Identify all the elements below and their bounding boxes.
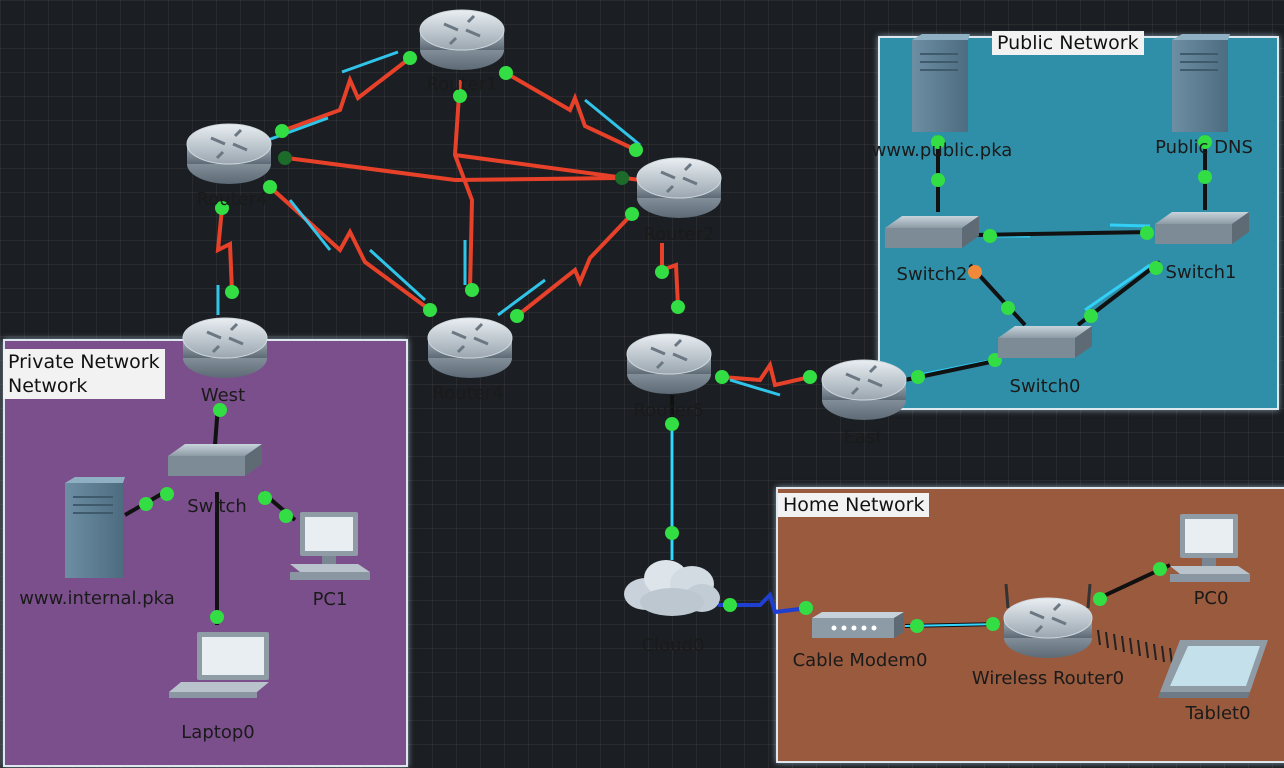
label-internal-server: www.internal.pka	[19, 588, 175, 609]
label-east: East	[843, 427, 883, 448]
label-router4: Router4	[432, 383, 504, 404]
link-router3-router4[interactable]	[268, 185, 432, 312]
label-west: West	[200, 385, 246, 406]
label-router5: Router5	[633, 400, 705, 421]
label-public-dns: Public DNS	[1155, 137, 1253, 158]
tablet-icon[interactable]	[1158, 640, 1268, 698]
link-router1-router2[interactable]	[504, 71, 637, 152]
laptop-icon[interactable]	[169, 632, 269, 698]
switch-icon[interactable]	[885, 216, 979, 248]
label-laptop0: Laptop0	[181, 722, 255, 743]
router-icon[interactable]	[182, 317, 268, 378]
switch-icon[interactable]	[168, 444, 262, 476]
router-icon[interactable]	[186, 123, 272, 184]
link-router5-east[interactable]	[721, 360, 811, 388]
label-switch1: Switch1	[1165, 262, 1237, 283]
link-cloud-modem[interactable]	[718, 591, 809, 615]
link-router4-router2[interactable]	[515, 212, 634, 318]
wireless-router-icon[interactable]	[1003, 583, 1093, 658]
cloud-icon[interactable]	[624, 560, 720, 616]
link-router3-router2[interactable]	[286, 156, 621, 183]
router-icon[interactable]	[427, 317, 513, 378]
label-switch0: Switch0	[1009, 376, 1081, 397]
label-pc0: PC0	[1193, 588, 1229, 609]
label-public-server: www.public.pka	[871, 140, 1013, 161]
router-icon[interactable]	[636, 157, 722, 218]
router-icon[interactable]	[626, 333, 712, 394]
switch-icon[interactable]	[1155, 212, 1249, 244]
serial-links	[215, 56, 811, 388]
link-router2-router5[interactable]	[660, 243, 680, 308]
link-router3-west[interactable]	[215, 207, 234, 293]
label-switch: Switch	[187, 496, 247, 517]
label-cloud0: Cloud0	[641, 635, 705, 656]
link-router2-router1b[interactable]	[454, 153, 641, 182]
link-switch2-switch1[interactable]	[974, 230, 1149, 237]
label-router2: Router2	[643, 224, 715, 245]
wireless-link	[1097, 629, 1173, 665]
public-network-title: Public Network	[992, 31, 1144, 55]
label-router3: Router4	[196, 189, 268, 210]
dns-server-icon[interactable]	[1172, 34, 1230, 132]
cable-modem-icon[interactable]	[812, 612, 904, 638]
link-router1-router4[interactable]	[452, 79, 475, 291]
router-icon[interactable]	[419, 9, 505, 70]
label-pc1: PC1	[312, 589, 348, 610]
home-network-title: Home Network	[778, 493, 930, 517]
label-switch2: Switch2	[896, 264, 968, 285]
pc-icon[interactable]	[1170, 514, 1250, 582]
router-icon[interactable]	[821, 359, 907, 420]
label-cable-modem0: Cable Modem0	[792, 650, 928, 671]
switch-icon[interactable]	[998, 326, 1092, 358]
label-wireless-router0: Wireless Router0	[971, 668, 1125, 689]
label-router1: Router1	[426, 74, 498, 95]
private-network-title: Private Network Network	[3, 349, 165, 399]
server-icon[interactable]	[912, 34, 970, 132]
port-status-dots	[139, 51, 1212, 633]
pc-icon[interactable]	[290, 512, 370, 580]
label-tablet0: Tablet0	[1185, 703, 1251, 724]
server-icon[interactable]	[65, 477, 125, 578]
link-router3-router1[interactable]	[281, 56, 412, 133]
